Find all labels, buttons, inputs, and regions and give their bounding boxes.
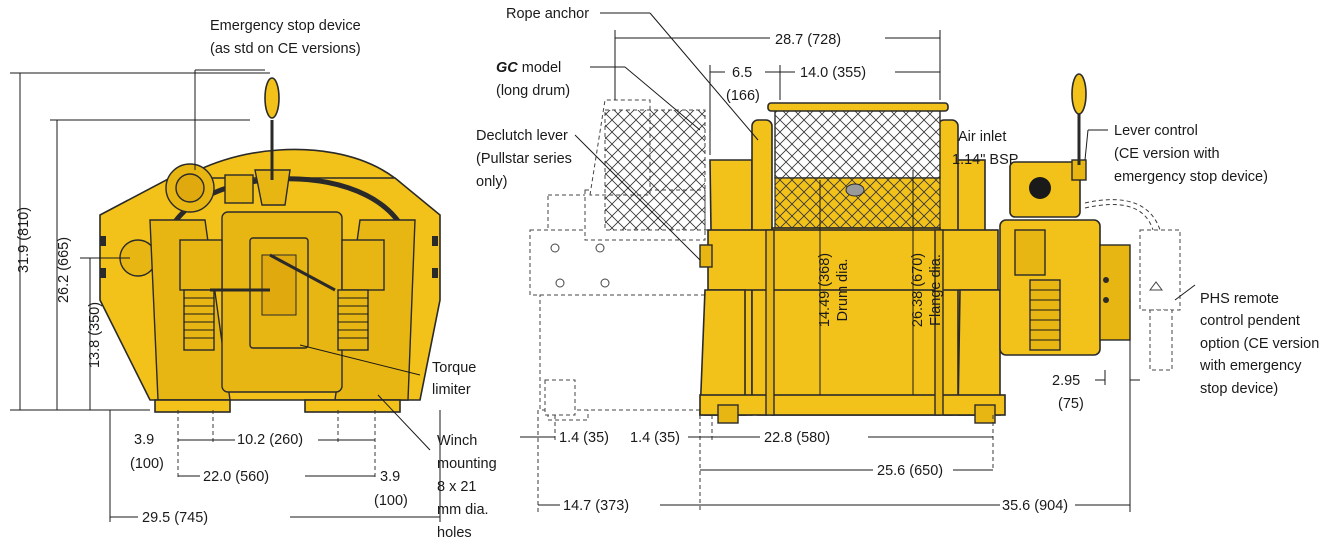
rope-anchor-label: Rope anchor: [506, 6, 589, 22]
phs-label-3: option (CE version: [1200, 336, 1319, 352]
end-view-winch: [99, 77, 441, 413]
lever-handle-icon: [254, 77, 291, 206]
torque-limiter-sublabel: limiter: [432, 382, 471, 398]
dim-axis-height: 13.8 (350): [87, 302, 103, 368]
dim-foot-left-mm: (100): [130, 456, 164, 472]
dim-flange: 6.5: [732, 65, 752, 81]
air-inlet-icon: [1009, 161, 1081, 218]
dim-base-inner: 22.0 (560): [203, 469, 269, 485]
dim-drum-length: 14.0 (355): [800, 65, 866, 81]
dim-hole-spacing: 10.2 (260): [237, 432, 303, 448]
lever-control-sublabel: (CE version with: [1114, 146, 1220, 162]
dim-total-width: 29.5 (745): [142, 510, 208, 526]
phs-label-4: with emergency: [1199, 358, 1302, 374]
dim-flange-dia-label: Flange dia.: [928, 254, 944, 326]
phs-label-1: PHS remote: [1200, 291, 1279, 307]
end-view-dimension-lines: [10, 69, 441, 522]
phs-label-2: control pendent: [1200, 313, 1300, 329]
phs-pendant-icon: [1084, 199, 1181, 371]
winch-mounting-label-4: mm dia.: [437, 502, 489, 518]
emergency-stop-icon: [165, 163, 254, 213]
side-view-winch: [699, 73, 1181, 424]
side-view-dimension-lines: [520, 12, 1196, 512]
right-spring-icon: [337, 289, 369, 351]
dim-motor: 2.95: [1052, 373, 1080, 389]
gc-model-bold: GC: [496, 60, 518, 76]
dim-foot-left: 3.9: [134, 432, 154, 448]
dim-total-height: 31.9 (810): [16, 207, 32, 273]
dim-left-offset-1: 1.4 (35): [559, 430, 609, 446]
dim-drum-dia: 14.49 (368): [817, 253, 833, 327]
air-inlet-label: Air inlet: [958, 129, 1006, 145]
dim-drum-dia-label: Drum dia.: [835, 259, 851, 322]
lever-control-label: Lever control: [1114, 123, 1198, 139]
dim-motor-mm: (75): [1058, 396, 1084, 412]
dim-foot-right-mm: (100): [374, 493, 408, 509]
gc-model-text: model: [522, 60, 562, 76]
dim-drum-height: 26.2 (665): [56, 237, 72, 303]
lever-control-sublabel-2: emergency stop device): [1114, 169, 1268, 185]
dim-flange-mm: (166): [726, 88, 760, 104]
declutch-lever-label: Declutch lever: [476, 128, 568, 144]
dim-left-offset-2: 1.4 (35): [630, 430, 680, 446]
left-spring-icon: [183, 289, 215, 351]
air-inlet-size: 1.14" BSP: [952, 152, 1018, 168]
emergency-stop-sublabel: (as std on CE versions): [210, 41, 361, 57]
lever-control-icon: [1071, 73, 1087, 181]
winch-mounting-label-1: Winch: [437, 433, 477, 449]
declutch-lever-sublabel: (Pullstar series: [476, 151, 572, 167]
dim-mid-length: 25.6 (650): [877, 463, 943, 479]
winch-mounting-label-5: holes: [437, 525, 472, 541]
gc-model-sublabel: (long drum): [496, 83, 570, 99]
winch-mounting-label-2: mounting: [437, 456, 497, 472]
dim-foot-right: 3.9: [380, 469, 400, 485]
dim-flange-dia: 26.38 (670): [910, 253, 926, 327]
dim-top-length: 28.7 (728): [775, 32, 841, 48]
dim-total-length: 35.6 (904): [1002, 498, 1068, 514]
winch-mounting-label-3: 8 x 21: [437, 479, 477, 495]
dim-gc-extension: 14.7 (373): [563, 498, 629, 514]
phs-label-5: stop device): [1200, 381, 1278, 397]
emergency-stop-label: Emergency stop device: [210, 18, 361, 34]
torque-limiter-label: Torque: [432, 360, 476, 376]
declutch-lever-sublabel-2: only): [476, 174, 507, 190]
gc-long-drum-outline: [529, 99, 726, 421]
dim-feet-spacing: 22.8 (580): [764, 430, 830, 446]
